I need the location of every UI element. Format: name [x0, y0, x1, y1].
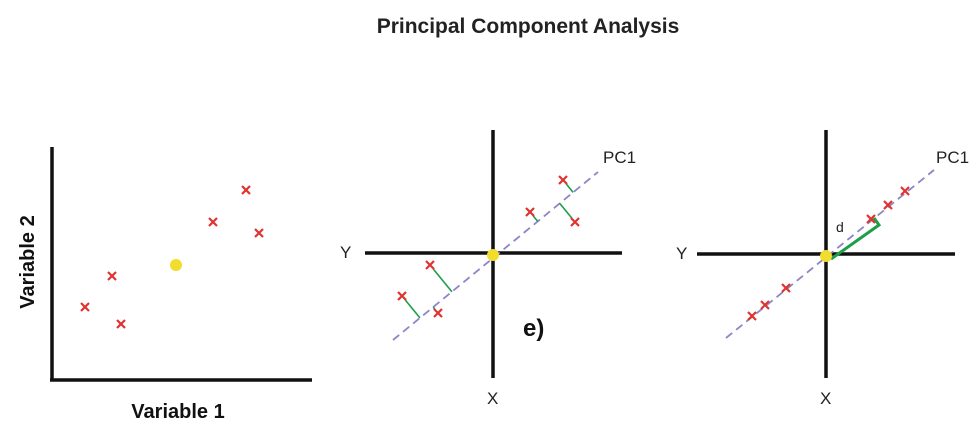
- panel1-data-point: [254, 228, 264, 238]
- panel-raw-data: Variable 1 Variable 2: [17, 147, 312, 423]
- panel1-data-point: [116, 319, 126, 329]
- panel3-x-label: X: [820, 389, 831, 408]
- panel2-residual-segment: [559, 202, 573, 219]
- panel3-projected-point: [883, 200, 893, 210]
- panel2-data-point: [558, 175, 568, 185]
- panel3-projected-point: [781, 283, 791, 293]
- panel3-points: [747, 186, 910, 321]
- page-title: Principal Component Analysis: [377, 15, 680, 38]
- panel3-d-label: d: [836, 219, 844, 235]
- panel1-data-point: [107, 271, 117, 281]
- panel1-ylabel: Variable 2: [17, 215, 39, 308]
- panel2-data-point: [433, 308, 443, 318]
- panel-projection-residuals: Y X PC1 e): [340, 130, 636, 408]
- panel2-residuals: [404, 183, 574, 319]
- panel2-data-point: [525, 207, 535, 217]
- panel2-residual-segment: [565, 183, 574, 193]
- panel3-origin-point: [820, 250, 832, 262]
- panel3-projected-point: [760, 300, 770, 310]
- panel1-data-point: [208, 217, 218, 227]
- panel3-projected-point: [900, 186, 910, 196]
- panel3-pc1-label: PC1: [936, 148, 969, 167]
- panel-projected: Y X PC1 d: [676, 130, 969, 408]
- panel3-distance-d: [830, 217, 882, 261]
- panel2-x-label: X: [487, 389, 498, 408]
- panel2-letter: e): [523, 315, 544, 342]
- panel2-origin-point: [487, 249, 499, 261]
- panel2-data-point: [425, 260, 435, 270]
- panel2-y-label: Y: [340, 243, 351, 262]
- panel1-data-point: [80, 302, 90, 312]
- panel3-y-label: Y: [676, 244, 687, 263]
- panel2-residual-segment: [404, 299, 421, 319]
- panel3-projected-point: [866, 214, 876, 224]
- panel2-residual-segment: [432, 268, 453, 293]
- panel2-pc1-label: PC1: [603, 148, 636, 167]
- panel1-points: [80, 185, 264, 329]
- panel1-mean-point: [170, 259, 182, 271]
- panel1-data-point: [241, 185, 251, 195]
- panel2-points: [397, 175, 580, 318]
- panel2-residual-segment: [532, 215, 539, 222]
- panel2-data-point: [397, 291, 407, 301]
- panel3-projected-point: [747, 311, 757, 321]
- panel2-data-point: [570, 217, 580, 227]
- panel1-xlabel: Variable 1: [131, 401, 224, 423]
